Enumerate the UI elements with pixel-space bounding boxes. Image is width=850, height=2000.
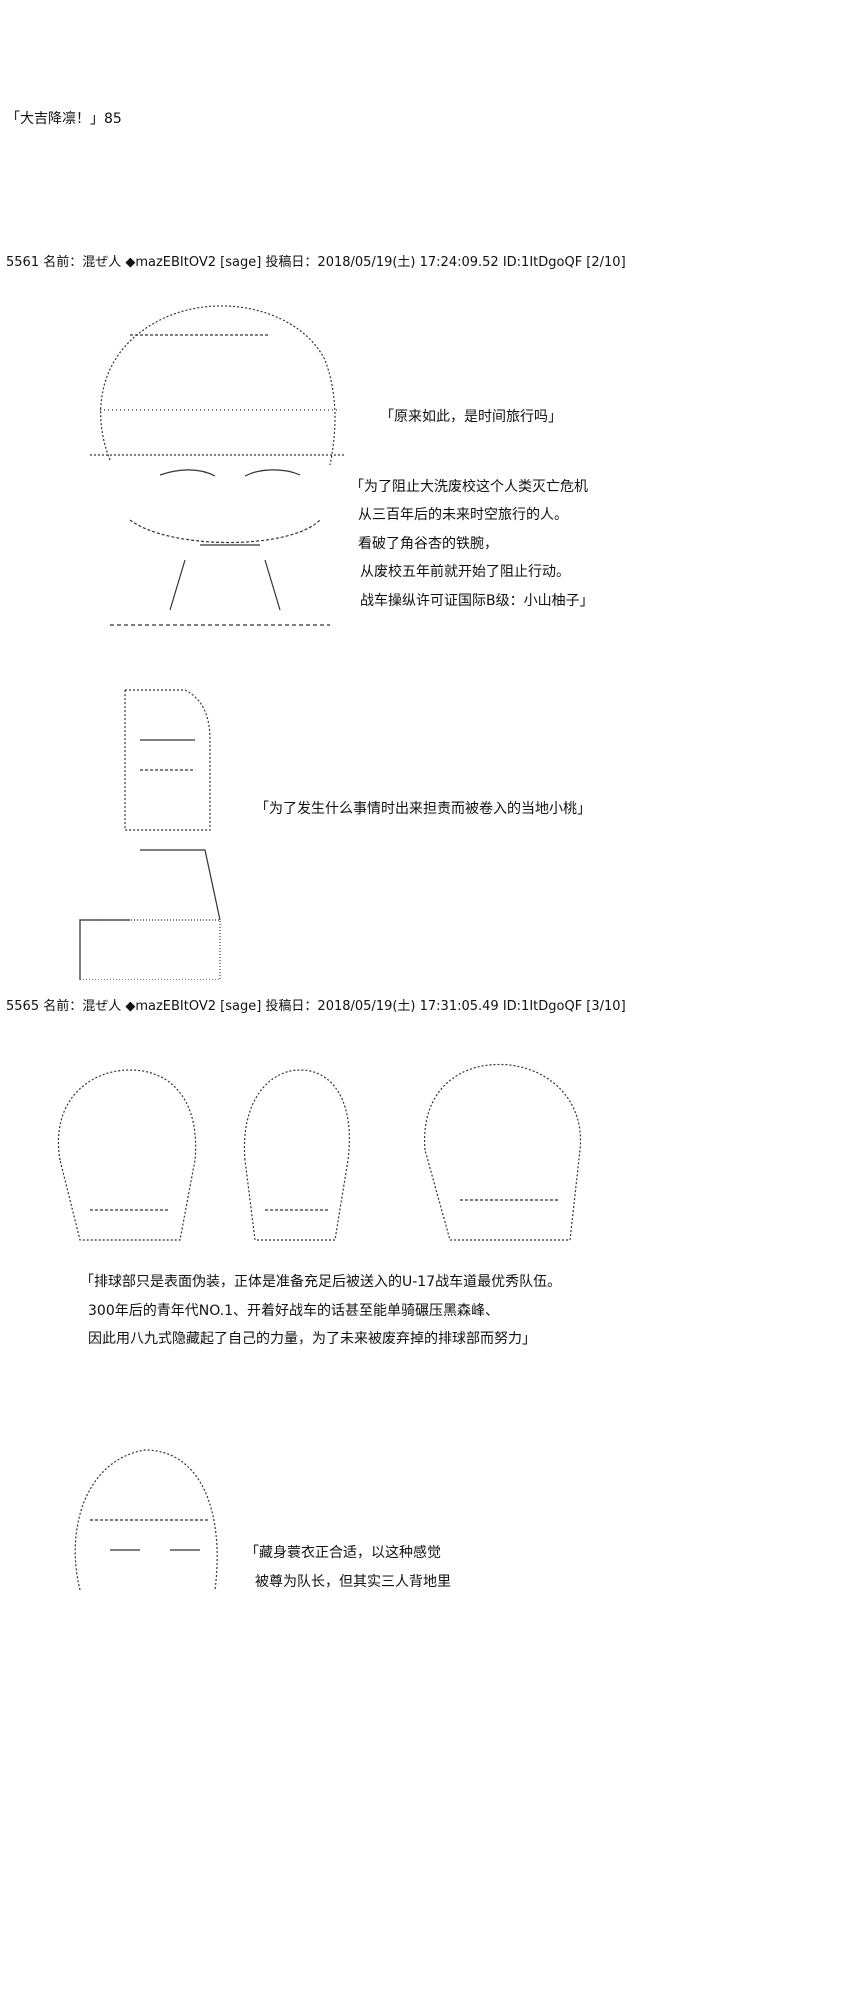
dialogue-line: 看破了角谷杏的铁腕， [358,536,498,552]
dialogue-line: 「为了发生什么事情时出来担责而被卷入的当地小桃」 [255,801,591,817]
dialogue-line: 「藏身蓑衣正合适，以这种感觉 [245,1545,441,1561]
ascii-art-character [70,290,360,640]
dialogue-line: 战车操纵许可证国际B级：小山柚子」 [360,593,594,609]
ascii-art-character [50,1420,240,1600]
dialogue-line: 「排球部只是表面伪装，正体是准备充足后被送入的U-17战车道最优秀队伍。 [80,1274,562,1290]
dialogue-line: 从三百年后的未来时空旅行的人。 [358,507,568,523]
dialogue-line: 从废校五年前就开始了阻止行动。 [360,564,570,580]
ascii-art-character [70,680,250,980]
dialogue-line: 300年后的青年代NO.1、开着好战车的话甚至能单骑碾压黑森峰、 [88,1303,500,1319]
post-header: 5565 名前：混ぜ人 ◆mazEBItOV2 [sage] 投稿日：2018/… [6,999,626,1014]
page-title: 「大吉降凛！」85 [6,111,122,127]
ascii-art-group [30,1040,650,1270]
post-header: 5561 名前：混ぜ人 ◆mazEBItOV2 [sage] 投稿日：2018/… [6,255,626,270]
dialogue-line: 因此用八九式隐藏起了自己的力量，为了未来被废弃掉的排球部而努力」 [88,1331,536,1347]
dialogue-line: 被尊为队长，但其实三人背地里 [255,1574,451,1590]
dialogue-line: 「为了阻止大洗废校这个人类灭亡危机 [350,479,588,495]
dialogue-line: 「原来如此，是时间旅行吗」 [380,409,562,425]
